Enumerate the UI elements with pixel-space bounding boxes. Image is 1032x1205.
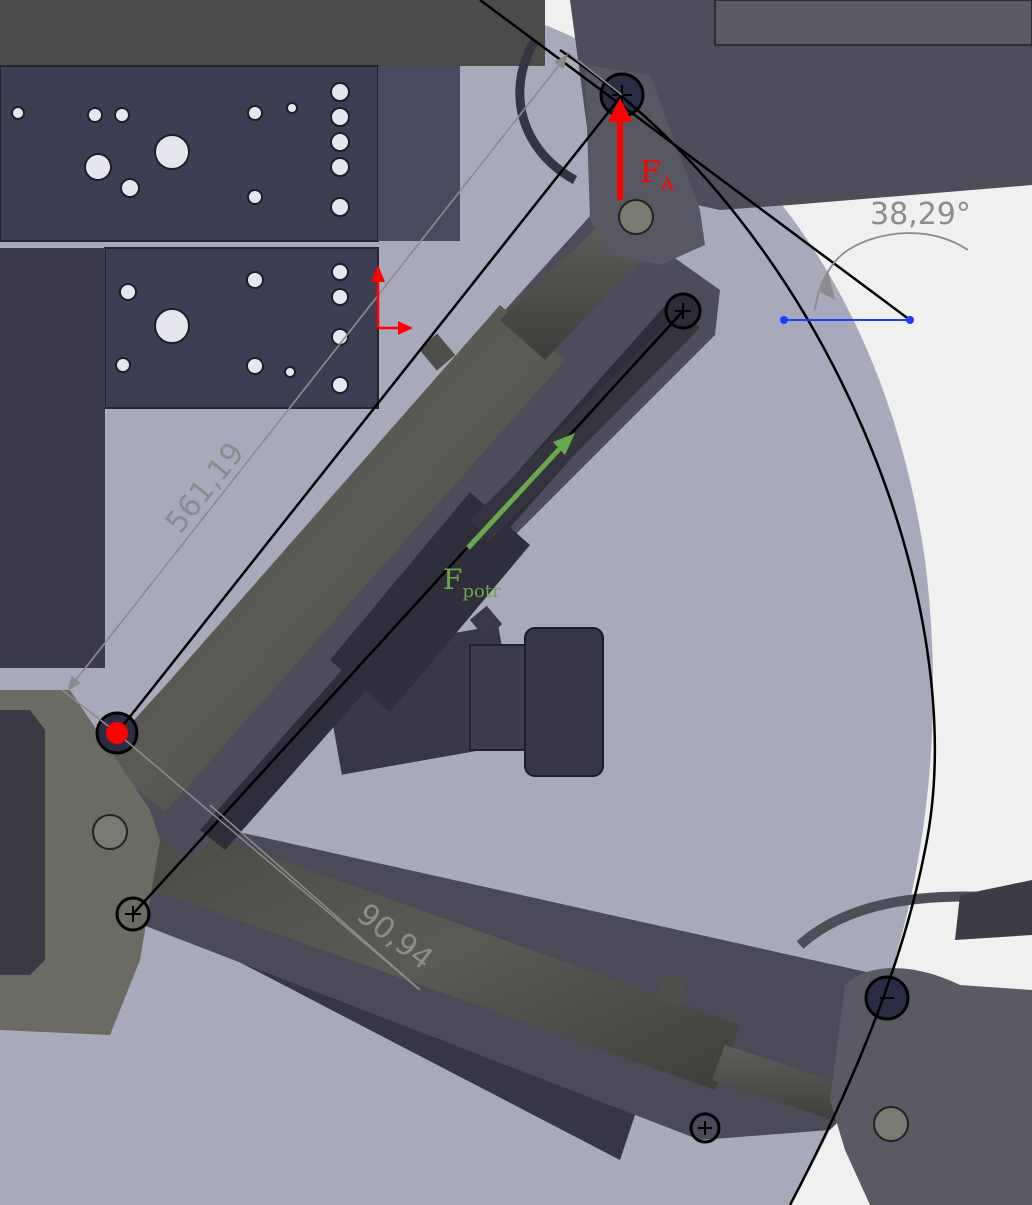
frame-plate-left	[0, 248, 105, 668]
upper-cylinder-port	[418, 333, 456, 371]
motor-cap	[524, 627, 604, 777]
angle-reference-sketch	[780, 316, 914, 324]
secondary-port	[469, 605, 503, 639]
lower-cylinder-rod	[712, 1045, 860, 1125]
upper-hose	[515, 37, 578, 184]
lower-cylinder-port	[655, 971, 689, 1007]
pin-top-lower	[618, 199, 654, 235]
frame-holes	[11, 82, 350, 394]
force-fpotr-label: Fpotr	[443, 563, 501, 602]
dimension-short	[116, 732, 421, 991]
pin-left-mid	[92, 814, 128, 850]
lower-cylinder-tube	[140, 818, 740, 1090]
pin-lower-right-2	[873, 1106, 909, 1142]
angle-dimension-label: 38,29°	[870, 197, 971, 232]
force-fa-label: FA	[640, 155, 675, 195]
pin-lower-mid	[689, 1112, 721, 1144]
dimension-long	[61, 51, 623, 734]
lower-right-hose-2	[955, 880, 1032, 940]
reference-point	[106, 722, 128, 744]
construction-lines	[116, 0, 936, 1205]
angle-dimension-arc	[814, 232, 969, 311]
secondary-cylinder	[330, 492, 530, 712]
left-frame-cutout	[0, 710, 45, 975]
top-beam	[0, 0, 545, 66]
upper-cylinder-tube	[100, 305, 565, 812]
frame-plate-side	[378, 66, 460, 241]
axis-triad-icon	[371, 265, 413, 335]
lower-right-bracket	[830, 968, 1032, 1205]
angle-arrowhead	[820, 270, 835, 300]
upper-right-plate	[714, 0, 1032, 46]
pin-left-bottom	[115, 896, 151, 932]
force-fpotr-arrow	[466, 433, 575, 550]
force-fa-arrow	[608, 98, 632, 200]
